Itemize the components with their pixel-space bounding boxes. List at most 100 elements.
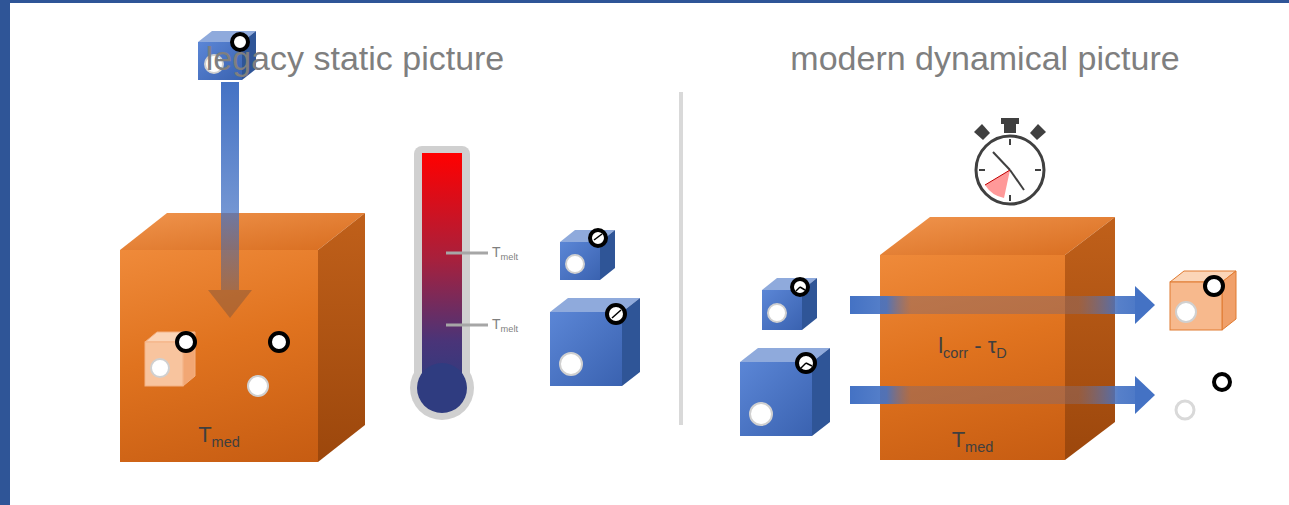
tick-line — [446, 252, 488, 255]
medium-box: Tmed — [120, 250, 318, 462]
hadron-cube — [762, 278, 817, 330]
passage-arrow — [850, 286, 1155, 324]
cube-side — [1222, 271, 1236, 330]
cube-front — [740, 362, 812, 436]
cube-side — [622, 298, 640, 386]
surviving-cube — [1170, 271, 1236, 330]
falling-arrow — [208, 82, 252, 318]
section-title: modern dynamical picture — [735, 38, 1235, 79]
quark-circle — [1176, 401, 1194, 419]
temperature-label: Tmelt — [492, 244, 552, 261]
clock-hand — [1010, 170, 1024, 190]
thermometer-bulb — [417, 363, 467, 413]
stopwatch-crown — [1004, 123, 1016, 133]
arrow-head — [208, 290, 252, 318]
cube-side — [600, 230, 615, 280]
scale-label: lcorr - τD — [880, 333, 1065, 359]
hadron-cube — [740, 348, 830, 436]
cube-side — [802, 278, 817, 330]
temperature-label: Tmed — [120, 422, 318, 448]
ring-mark — [612, 310, 621, 318]
clock-hand — [985, 170, 1010, 185]
subscript: med — [965, 439, 993, 455]
ring-mark — [806, 363, 812, 366]
thermometer-fill — [422, 153, 462, 388]
cube-top — [762, 278, 817, 290]
cube-top — [120, 213, 365, 250]
section-title: legacy static picture — [105, 38, 605, 79]
frame-bar — [0, 0, 10, 505]
ring-mark — [801, 363, 806, 368]
stopwatch-face — [976, 136, 1044, 204]
subscript: D — [996, 345, 1006, 361]
tick-line — [1009, 139, 1011, 145]
antiquark-ring — [792, 279, 808, 295]
stopwatch-button — [1030, 124, 1046, 140]
antiquark-ring — [270, 333, 288, 351]
hadron-cube — [550, 298, 640, 386]
cube-front — [1170, 282, 1222, 330]
subscript: corr — [943, 345, 968, 361]
antiquark-ring — [1205, 277, 1223, 295]
antiquark-ring — [1214, 374, 1230, 390]
tick-line — [446, 324, 488, 327]
quark-circle — [248, 376, 268, 396]
cube-side — [318, 213, 365, 462]
medium-box: lcorr - τD Tmed — [880, 255, 1065, 460]
cube-side — [1065, 217, 1115, 460]
arrow-shaft — [850, 296, 1137, 314]
quark-circle — [1176, 302, 1196, 322]
antiquark-ring — [177, 333, 195, 351]
antiquark-ring — [607, 305, 625, 323]
divider-line — [679, 92, 683, 425]
stopwatch-button — [974, 124, 990, 140]
temperature-label: Tmed — [880, 427, 1065, 453]
cube-top — [740, 348, 830, 362]
frame-bar — [0, 0, 1289, 3]
cube-top — [1170, 271, 1236, 282]
thermometer-tube — [414, 146, 470, 386]
ring-mark — [594, 234, 602, 240]
quark-circle — [566, 255, 584, 273]
cube-front — [550, 312, 622, 386]
cube-front — [145, 342, 183, 386]
arrow-head — [1135, 286, 1155, 324]
quark-circle — [768, 304, 786, 322]
clock-hand — [993, 152, 1010, 170]
cube-side — [183, 332, 195, 386]
cube-top — [880, 217, 1115, 255]
arrow-shaft — [221, 82, 239, 290]
arrow-shaft — [850, 386, 1137, 404]
quark-circle — [750, 403, 772, 425]
subscript: melt — [501, 324, 518, 334]
thermometer — [410, 146, 488, 420]
cube-top — [550, 298, 640, 312]
tick-line — [1035, 169, 1041, 171]
time-wedge — [985, 170, 1010, 198]
hadron-cube — [560, 230, 615, 280]
subscript: med — [212, 434, 240, 450]
passage-arrow — [850, 376, 1155, 414]
ring-mark — [800, 287, 805, 290]
medium-cube — [880, 217, 1115, 460]
cube-side — [812, 348, 830, 436]
subscript: melt — [501, 252, 518, 262]
medium-cube — [120, 213, 365, 462]
antiquark-ring — [590, 230, 606, 246]
cube-front — [762, 290, 802, 330]
stopwatch — [974, 118, 1046, 204]
quark-circle — [151, 359, 169, 377]
cube-front — [560, 242, 600, 280]
tick-line — [979, 169, 985, 171]
arrow-head — [1135, 376, 1155, 414]
cube-top — [560, 230, 615, 242]
ring-mark — [796, 287, 800, 291]
dissolved-cube — [145, 332, 195, 386]
thermometer-bulb — [410, 356, 474, 420]
tick-line — [1009, 195, 1011, 201]
stopwatch-crown — [1001, 118, 1019, 124]
quark-circle — [560, 353, 582, 375]
temperature-label: Tmelt — [492, 316, 552, 333]
cube-top — [145, 332, 195, 342]
